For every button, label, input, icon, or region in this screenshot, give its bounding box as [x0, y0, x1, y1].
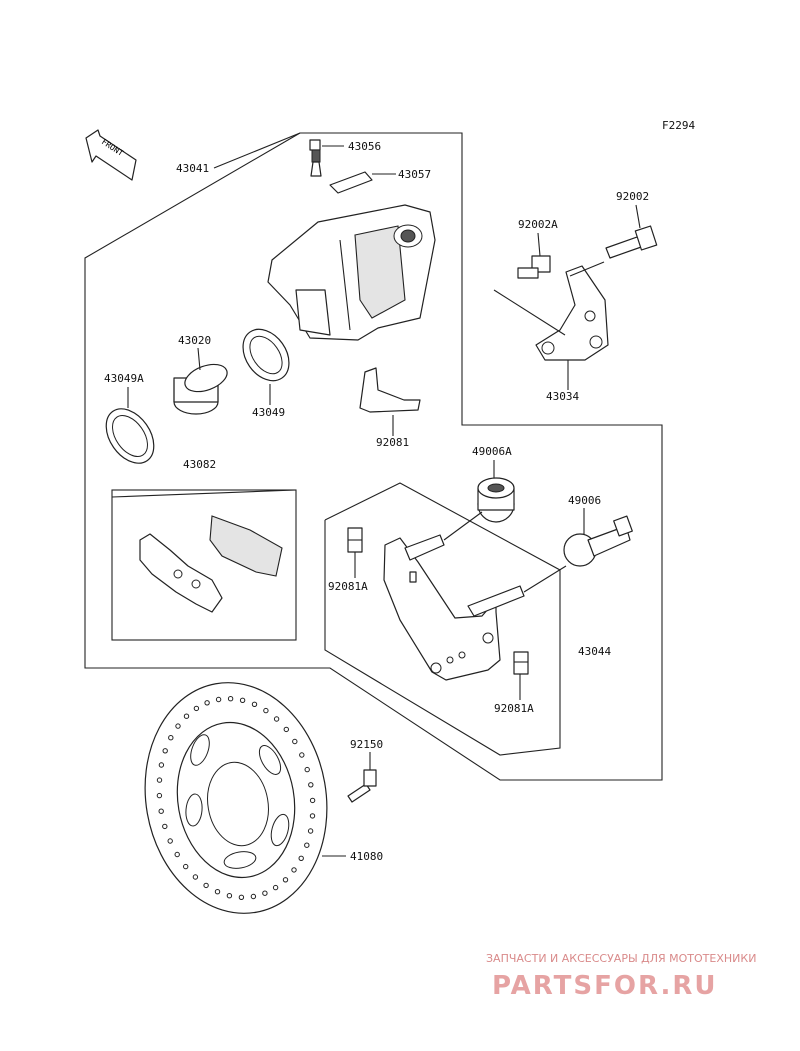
bleeder-cap-part [329, 171, 373, 194]
leader-43020 [197, 347, 201, 371]
label-43057: 43057 [398, 168, 431, 181]
leader-holder-a [493, 289, 566, 336]
disc-vent-hole [174, 851, 180, 858]
label-92002A: 92002A [518, 218, 558, 231]
label-41080: 41080 [350, 850, 383, 863]
bolt-92002A-part [517, 255, 551, 279]
disc-vent-hole [193, 705, 200, 712]
label-49006A: 49006A [472, 445, 512, 458]
label-43020: 43020 [178, 334, 211, 347]
disc-vent-hole [168, 735, 174, 741]
bolt-92002-part [605, 225, 658, 259]
disc-vent-hole [158, 808, 164, 814]
watermark-brand: PARTSFOR.RU [492, 971, 717, 1001]
disc-vent-hole [272, 884, 279, 891]
disc-vent-hole [292, 738, 298, 745]
disc-vent-holes [156, 696, 316, 900]
disc-vent-hole [251, 701, 258, 707]
pad-box-top-edge [111, 489, 297, 498]
disc-vent-hole [167, 838, 173, 844]
boot-49006A-part [477, 477, 515, 523]
disc-vent-hole [307, 828, 314, 834]
disc-vent-hole [299, 752, 305, 758]
watermark-caption: ЗАПЧАСТИ И АКСЕССУАРЫ ДЛЯ МОТОТЕХНИКИ [486, 952, 756, 965]
disc-vent-hole [282, 877, 289, 883]
dust-seal-part [105, 408, 155, 464]
caliper-holder-part [535, 265, 609, 361]
disc-vent-hole [227, 696, 234, 702]
disc-vent-hole [162, 823, 168, 830]
disc-vent-hole [204, 700, 210, 706]
disc-vent-hole [263, 707, 269, 714]
clip-92081A-bottom-part [513, 651, 529, 675]
bracket-assembly-outline [324, 482, 561, 756]
label-92081: 92081 [376, 436, 409, 449]
label-43056: 43056 [348, 140, 381, 153]
disc-vent-hole [283, 726, 289, 733]
disc-vent-hole [238, 894, 245, 900]
label-92081A-left: 92081A [328, 580, 368, 593]
disc-vent-hole [291, 867, 297, 873]
disc-bolt-part [347, 769, 377, 803]
disc-vent-hole [262, 890, 268, 896]
disc-vent-hole [183, 863, 189, 870]
disc-vent-hole [308, 782, 314, 788]
pad-kit-box [111, 489, 297, 641]
label-43044: 43044 [578, 645, 611, 658]
clip-92081A-left-part [347, 527, 363, 553]
disc-vent-hole [309, 813, 316, 819]
disc-vent-hole [239, 697, 246, 703]
disc-vent-hole [156, 777, 163, 783]
label-92002: 92002 [616, 190, 649, 203]
label-49006: 49006 [568, 494, 601, 507]
disc-vent-hole [273, 716, 280, 722]
caliper-assembly-outline [84, 132, 663, 781]
brake-pad-back-part [139, 533, 223, 613]
disc-vent-hole [156, 792, 163, 799]
leader-pin-a [443, 511, 483, 541]
label-43082: 43082 [183, 458, 216, 471]
caliper-body-part [267, 204, 436, 341]
disc-vent-hole [215, 696, 222, 703]
label-43049A: 43049A [104, 372, 144, 385]
disc-vent-hole [214, 889, 221, 895]
pad-spring-part [359, 367, 421, 413]
brake-pad-front-part [209, 515, 283, 577]
leader-43041 [213, 132, 301, 169]
boot-49006-part [563, 515, 633, 567]
piston-part [173, 363, 228, 415]
disc-vent-hole [304, 766, 310, 773]
disc-vent-hole [309, 797, 316, 804]
disc-vent-hole [183, 713, 190, 719]
disc-vent-hole [226, 893, 233, 899]
disc-vent-hole [158, 762, 165, 768]
disc-vent-hole [162, 748, 168, 754]
label-43034: 43034 [546, 390, 579, 403]
label-43049: 43049 [252, 406, 285, 419]
label-92150: 92150 [350, 738, 383, 751]
caliper-bracket-part [383, 534, 525, 681]
bleeder-valve-part [309, 139, 322, 177]
leader-pin-b [523, 565, 567, 593]
disc-vent-hole [250, 893, 257, 900]
piston-seal-part [242, 328, 290, 382]
disc-vent-hole [192, 874, 199, 880]
brake-disc-part [144, 682, 328, 914]
label-92081A-bottom: 92081A [494, 702, 534, 715]
disc-vent-hole [304, 842, 310, 848]
leader-92002 [635, 204, 641, 229]
leader-92002A [537, 232, 541, 257]
disc-vent-hole [203, 882, 209, 889]
disc-vent-hole [298, 855, 304, 861]
front-arrow-icon: FRONT [85, 129, 137, 181]
disc-vent-hole [175, 723, 181, 729]
figure-code: F2294 [662, 119, 695, 132]
leader-holder-b [569, 261, 605, 277]
label-43041: 43041 [176, 162, 209, 175]
